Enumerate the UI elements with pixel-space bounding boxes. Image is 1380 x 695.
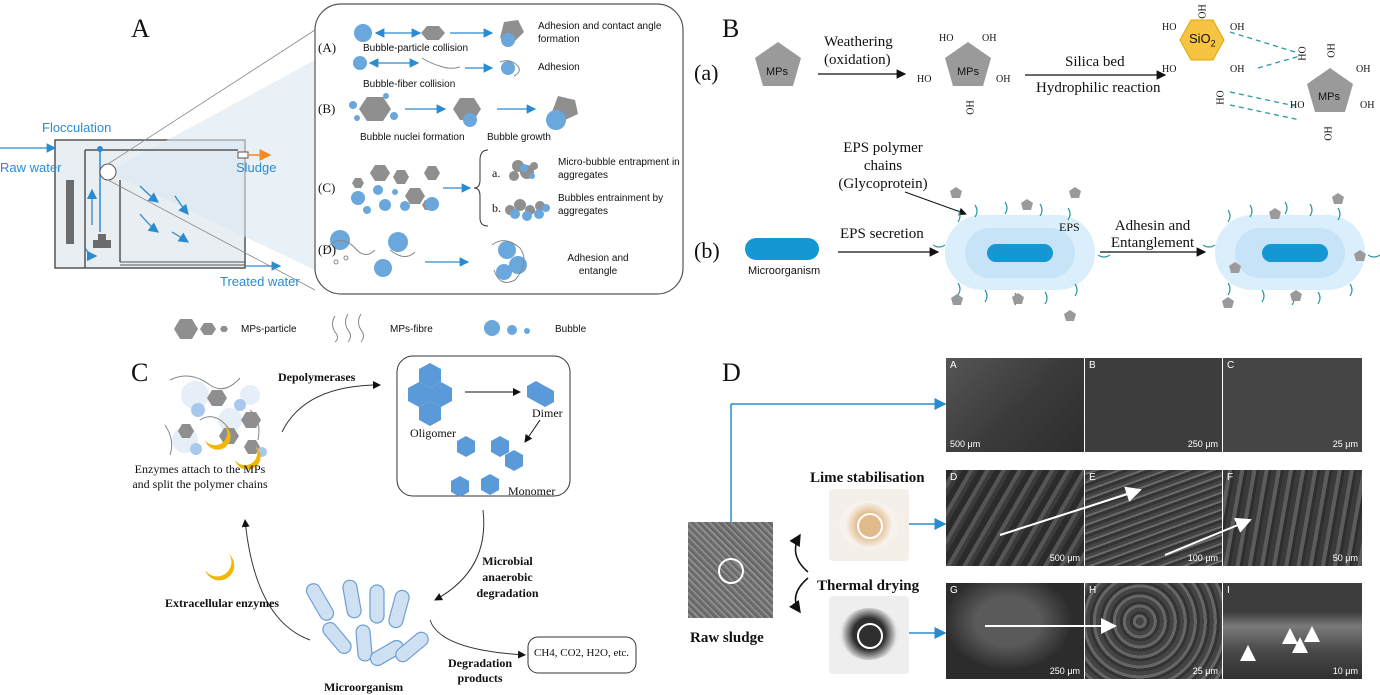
mechanism-box (314, 3, 684, 295)
degradation-line2: products (457, 671, 503, 685)
oh-label: OH (1360, 100, 1375, 111)
enzymes-attach-text: Enzymes attach to the MPs and split the … (132, 462, 268, 491)
mps-label-2: MPs (957, 66, 979, 78)
microbial-line3: degradation (476, 586, 539, 600)
panel-label-b: B (722, 14, 740, 43)
lime-stabilisation-label: Lime stabilisation (810, 470, 925, 486)
panel-label-d: D (722, 358, 741, 387)
ho-label: HO (1162, 64, 1177, 75)
mechanism-c-b: b. (492, 201, 501, 215)
treated-water-label: Treated water (220, 274, 300, 289)
micro-bubble-text: Micro-bubble entrapment in aggregates (558, 157, 680, 181)
oxidation-label: (oxidation) (824, 52, 891, 68)
adhesion-text: Adhesion (538, 62, 580, 73)
bubble-particle-caption: Bubble-particle collision (363, 43, 469, 54)
ho-label: HO (1215, 90, 1227, 105)
mps-label-3: MPs (1318, 91, 1340, 103)
products-box-text: CH4, CO2, H2O, etc. (534, 647, 630, 659)
panel-label-c: C (131, 358, 149, 387)
oh-label: OH (965, 100, 977, 115)
oh-label: OH (1230, 22, 1245, 33)
panel-c-graphics (164, 355, 637, 674)
ho-label: HO (1162, 22, 1177, 33)
mechanism-a-label: (A) (318, 40, 337, 55)
monomer-label: Monomer (508, 484, 556, 498)
adhesion-contact-text: Adhesion and contact angle formation (538, 21, 662, 45)
bubble-fiber-caption: Bubble-fiber collision (363, 79, 456, 90)
mechanism-b-label: (B) (318, 101, 336, 116)
circle-marker (718, 558, 744, 584)
oh-label: OH (982, 33, 997, 44)
microbial-line1: Microbial (482, 554, 533, 568)
sludge-label: Sludge (236, 160, 277, 175)
bubbles-entrainment-text: Bubbles entrainment by aggregates (558, 193, 664, 217)
bubble-growth-caption: Bubble growth (487, 132, 551, 143)
legend-a (174, 313, 530, 343)
panel-label-a: A (131, 14, 150, 43)
weathering-label: Weathering (824, 34, 893, 50)
circle-marker (857, 513, 883, 539)
mechanism-c-label: (C) (318, 180, 336, 195)
silica-bed-label: Silica bed (1065, 54, 1125, 70)
ho-label: HO (939, 33, 954, 44)
adhesin-line1: Adhesin and (1114, 218, 1191, 234)
bubble-nuclei-caption: Bubble nuclei formation (360, 132, 465, 143)
oh-label: OH (1323, 126, 1335, 141)
flotation-tank (0, 29, 316, 291)
oh-label: OH (1230, 64, 1245, 75)
extracellular-enzymes-label: Extracellular enzymes (165, 596, 280, 610)
depolymerases-label: Depolymerases (278, 370, 356, 384)
legend-particle-label: MPs-particle (241, 324, 297, 335)
raw-water-label: Raw water (0, 160, 62, 175)
oh-label: OH (1197, 4, 1209, 19)
oh-label: OH (996, 74, 1011, 85)
sub-label-b: (b) (694, 238, 720, 263)
oh-label: OH (1356, 64, 1371, 75)
microbial-line2: anaerobic (482, 570, 533, 584)
sub-label-a: (a) (694, 60, 719, 85)
microorganism-label-b: Microorganism (748, 265, 821, 277)
oligomer-label: Oligomer (410, 426, 456, 440)
circle-marker (857, 623, 883, 649)
eps-chains-line1: EPS polymer (843, 140, 923, 156)
sio2-label: SiO2 (1189, 31, 1216, 49)
legend-bubble-label: Bubble (555, 324, 587, 335)
degradation-line1: Degradation (448, 656, 512, 670)
flocculation-label: Flocculation (42, 120, 112, 135)
eps-secretion-label: EPS secretion (840, 226, 924, 242)
eps-label: EPS (1059, 220, 1080, 234)
adhesion-entangle-text: Adhesion and entangle (567, 253, 629, 277)
adhesin-line2: Entanglement (1110, 235, 1195, 251)
microorganism-label-c: Microorganism (324, 680, 404, 694)
hydrophilic-label: Hydrophilic reaction (1036, 80, 1161, 96)
oh-label: OH (1326, 43, 1338, 58)
panel-b-graphics (745, 19, 1380, 321)
ho-label: HO (917, 74, 932, 85)
mechanism-d-label: (D) (318, 242, 337, 257)
eps-chains-line3: (Glycoprotein) (838, 176, 928, 192)
thermal-drying-label: Thermal drying (817, 578, 920, 594)
mps-label-1: MPs (766, 66, 788, 78)
legend-fibre-label: MPs-fibre (390, 324, 433, 335)
sio2-subscript: 2 (1210, 38, 1216, 49)
ho-label: HO (1297, 46, 1309, 61)
mechanism-c-a: a. (492, 166, 501, 180)
ho-label: HO (1290, 100, 1305, 111)
raw-sludge-label: Raw sludge (690, 630, 764, 646)
eps-chains-line2: chains (863, 158, 903, 174)
dimer-label: Dimer (532, 406, 563, 420)
